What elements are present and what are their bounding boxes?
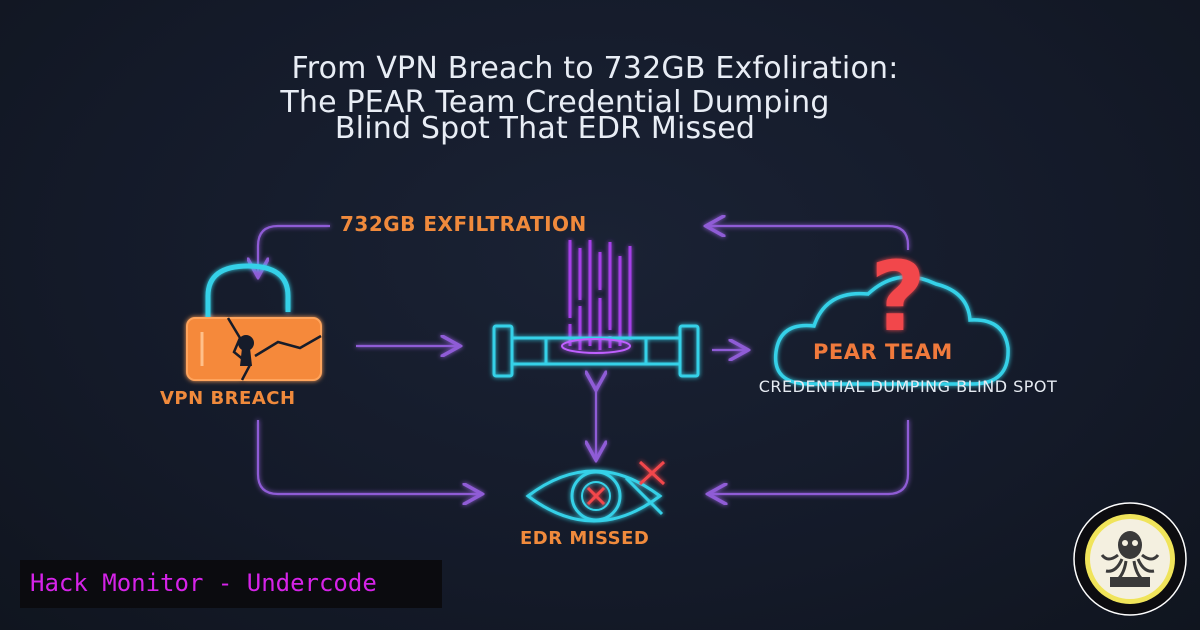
exfiltration-label: 732GB EXFILTRATION [340, 212, 587, 236]
broken-padlock-icon [186, 263, 322, 381]
footer-text: Hack Monitor - Undercode [30, 569, 377, 597]
arrow-vpn-to-edr [256, 420, 480, 494]
octopus-logo-icon [1073, 502, 1187, 616]
data-stream-icon [568, 240, 632, 350]
pear-team-label: PEAR TEAM [813, 340, 953, 364]
footer-banner: Hack Monitor - Undercode [20, 560, 442, 608]
credential-dumping-label: CREDENTIAL DUMPING BLIND SPOT [758, 377, 1058, 396]
arrow-pear-to-exfil [708, 226, 910, 250]
flow-arrows [256, 224, 910, 494]
cloud-icon [773, 275, 1010, 386]
headline-line-3: Blind Spot That EDR Missed [334, 111, 756, 146]
vpn-breach-label: VPN BREACH [160, 388, 296, 409]
arrow-exfil-to-vpn [258, 224, 330, 275]
crossed-eye-icon [525, 460, 666, 523]
edr-missed-label: EDR MISSED [520, 528, 650, 549]
headline-line-1: From VPN Breach to 732GB Exfoliration: [291, 51, 899, 86]
arrow-pear-to-edr [710, 420, 910, 494]
pipe-icon [492, 324, 700, 378]
question-mark-icon: ? [870, 241, 926, 353]
headline-line-2: The PEAR Team Credential Dumping [280, 85, 830, 120]
